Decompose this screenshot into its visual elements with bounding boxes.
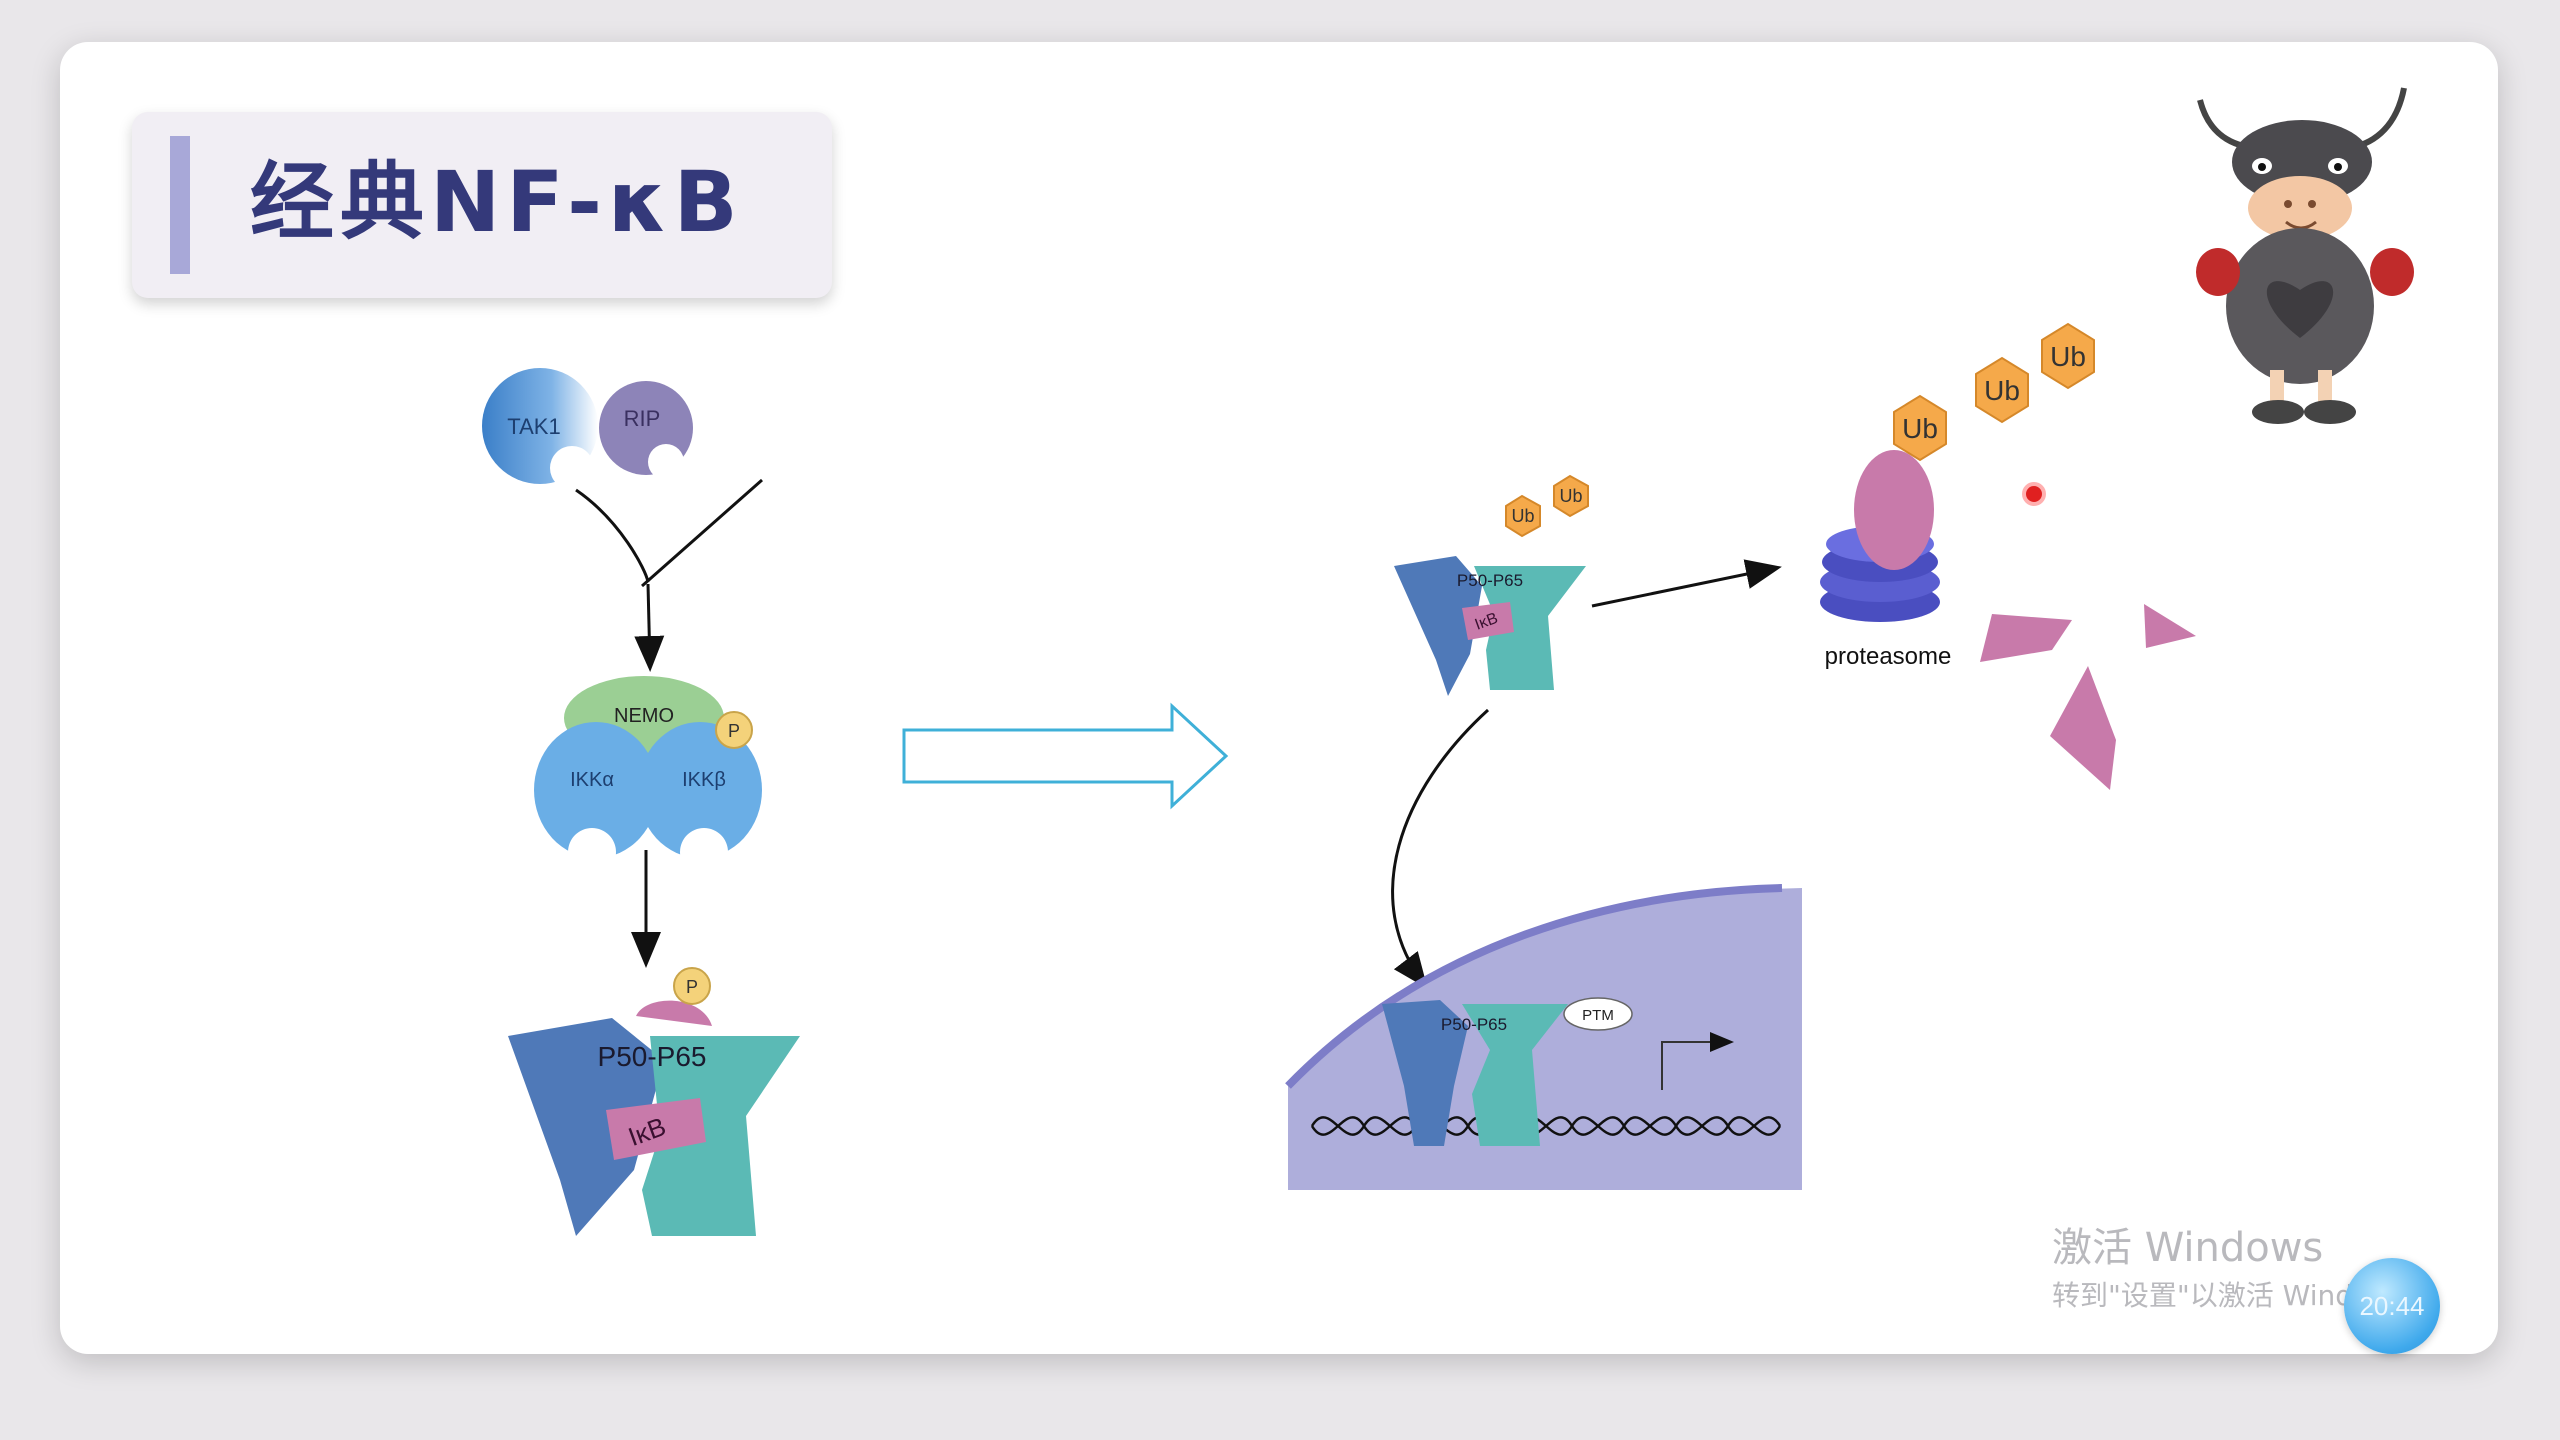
ub-small-hexagon-2	[1553, 474, 1589, 518]
ikk-alpha-label: IKKα	[570, 769, 614, 791]
ikb-cap	[636, 1000, 712, 1026]
ub-hexagon-3	[2041, 322, 2095, 390]
ub-label-3: Ub	[2050, 341, 2086, 372]
right-pathway: Ub Ub P50-P65 IκB Ub Ub Ub proteasome	[1285, 322, 2196, 1190]
arrow-to-proteasome	[1591, 559, 1782, 608]
arrow-to-nucleus	[1391, 708, 1490, 989]
ikk-beta-subunit	[638, 722, 762, 858]
phospho-badge-complex	[673, 967, 711, 1005]
nemo-label: NEMO	[614, 705, 674, 727]
p50-p65-ikb-complex: P P50-P65 IκB	[508, 967, 800, 1236]
p65-subunit	[642, 1036, 800, 1236]
proteasome-label: proteasome	[1825, 643, 1952, 670]
watermark-title: 激活 Windows	[2052, 1225, 2324, 1271]
ptm-label: PTM	[1582, 1007, 1614, 1024]
tak1-label: TAK1	[507, 414, 560, 439]
ub-small-label-1: Ub	[1511, 506, 1534, 526]
p50-subunit	[508, 1018, 664, 1236]
proteasome-complex: proteasome	[1820, 450, 1951, 670]
phospho-label-complex: P	[686, 977, 698, 997]
signal-line-right	[641, 478, 763, 588]
ubiquitinated-complex: Ub Ub P50-P65 IκB	[1394, 474, 1589, 696]
slide-title: 经典NF-κB	[250, 153, 744, 251]
ikk-beta-label: IKKβ	[682, 769, 726, 791]
ub-label-2: Ub	[1984, 375, 2020, 406]
dna-strand-2	[1310, 1116, 1782, 1136]
transition-arrow	[902, 702, 1229, 810]
ikk-complex: NEMO IKKα IKKβ P	[534, 676, 762, 876]
cursor-indicator	[2022, 482, 2046, 506]
ub-small-hexagon-1	[1505, 494, 1541, 538]
nuclear-envelope	[1285, 884, 1783, 1089]
nucleus-region	[1288, 888, 1802, 1190]
yak-mascot	[2196, 87, 2414, 424]
degraded-fragments	[1980, 604, 2196, 790]
ub-complex-label: P50-P65	[1457, 571, 1523, 590]
rip-protein: RIP	[599, 381, 693, 480]
ikb-inhibitor	[606, 1098, 706, 1160]
ub-ikb-label: IκB	[1473, 610, 1501, 634]
ub-chain: Ub Ub Ub	[1893, 322, 2095, 462]
signal-arrow-to-ikk	[634, 583, 665, 672]
rip-label: RIP	[624, 406, 661, 431]
title-accent-bar	[170, 136, 190, 274]
complex-label: P50-P65	[598, 1041, 707, 1072]
recording-timer-badge[interactable]: 20:44	[2344, 1258, 2440, 1354]
ikk-alpha-subunit	[534, 722, 658, 858]
left-pathway: TAK1 RIP NEMO IKKα IKKβ P	[482, 368, 800, 1236]
ub-small-label-2: Ub	[1559, 486, 1582, 506]
signal-line-left	[575, 488, 650, 583]
nucleus-panel: P50-P65 PTM	[1285, 884, 1802, 1190]
tak1-protein: TAK1	[482, 368, 598, 490]
nuclear-complex-label: P50-P65	[1441, 1015, 1507, 1034]
phospho-badge-ikk	[715, 711, 753, 749]
degraded-ikb	[1854, 450, 1934, 570]
ub-hexagon-2	[1975, 356, 2029, 424]
phospho-label-ikk: P	[728, 721, 740, 741]
ub-label-1: Ub	[1902, 413, 1938, 444]
ptm-badge	[1563, 997, 1633, 1031]
title-box: 经典NF-κB	[132, 112, 832, 298]
transcription-start-arrow	[1661, 1032, 1734, 1090]
ub-hexagon-1	[1893, 394, 1947, 462]
